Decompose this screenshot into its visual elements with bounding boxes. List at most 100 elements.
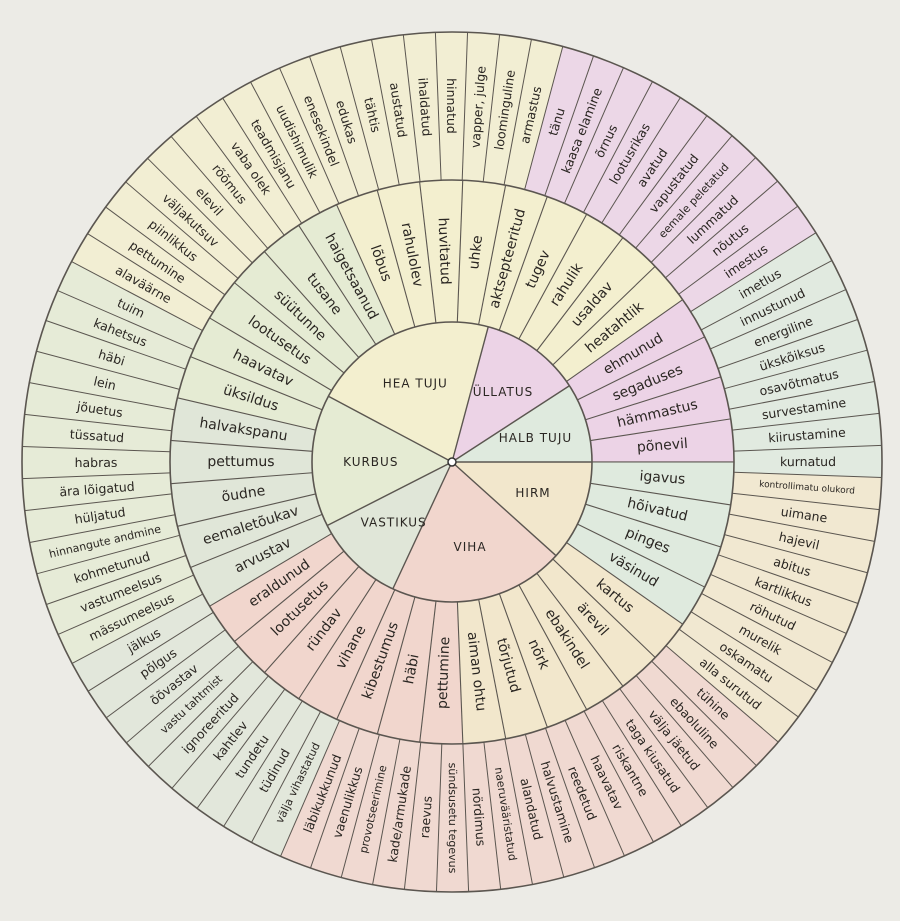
- middle-sector: [590, 461, 734, 505]
- outer-divider: [728, 381, 875, 410]
- ring-circle: [21, 31, 883, 893]
- outer-sector: [22, 414, 172, 452]
- outer-divider: [280, 720, 341, 857]
- middle-label: põnevil: [636, 436, 688, 456]
- core-ring: [312, 322, 592, 602]
- outer-sector: [171, 116, 285, 249]
- outer-divider: [462, 743, 470, 892]
- middle-sector: [536, 559, 656, 687]
- outer-divider: [403, 742, 422, 890]
- outer-sector: [564, 67, 653, 213]
- middle-sector: [419, 601, 463, 744]
- outer-sector: [724, 514, 875, 573]
- middle-sector: [170, 472, 316, 527]
- middle-sector: [536, 237, 656, 365]
- outer-divider: [700, 260, 833, 331]
- outer-sector: [88, 612, 226, 718]
- outer-sector: [733, 445, 882, 478]
- outer-label: raevus: [417, 795, 435, 838]
- middle-divider: [298, 225, 377, 345]
- outer-sector: [87, 207, 225, 313]
- outer-sector: [72, 594, 214, 692]
- outer-divider: [733, 471, 882, 479]
- outer-divider: [524, 734, 565, 878]
- outer-divider: [147, 157, 253, 264]
- outer-divider: [24, 413, 172, 432]
- middle-divider: [190, 356, 323, 411]
- outer-sector: [24, 382, 175, 431]
- outer-sector: [729, 381, 880, 431]
- outer-divider: [71, 261, 203, 331]
- outer-sector: [29, 351, 180, 410]
- outer-sector: [545, 720, 625, 868]
- outer-sector: [435, 32, 468, 181]
- outer-sector: [665, 629, 799, 743]
- outer-sector: [22, 472, 172, 511]
- middle-divider: [234, 550, 345, 642]
- middle-divider: [536, 237, 624, 351]
- outer-sector: [710, 289, 858, 369]
- middle-sector: [190, 317, 332, 410]
- outer-sector: [105, 181, 239, 295]
- middle-sector: [298, 579, 395, 720]
- middle-divider: [190, 513, 323, 568]
- middle-divider: [577, 523, 705, 588]
- middle-sector: [177, 493, 323, 568]
- middle-sector: [377, 597, 436, 743]
- outer-sector: [403, 32, 442, 182]
- outer-divider: [171, 675, 269, 789]
- middle-divider: [478, 185, 507, 325]
- outer-sector: [729, 493, 880, 542]
- outer-sector: [309, 46, 379, 196]
- middle-divider: [566, 542, 684, 625]
- core-sector: [328, 322, 489, 462]
- core-divider: [451, 326, 489, 463]
- outer-divider: [435, 743, 443, 892]
- outer-sector: [251, 711, 340, 857]
- outer-sector: [701, 260, 846, 349]
- divider-lines: [21, 31, 883, 893]
- outer-divider: [57, 574, 194, 635]
- core-sector: [452, 385, 592, 462]
- outer-sector: [483, 739, 533, 890]
- outer-divider: [196, 688, 286, 809]
- outer-sector: [147, 136, 268, 263]
- outer-sector: [718, 534, 868, 604]
- outer-sector: [372, 739, 421, 890]
- middle-sector: [336, 190, 415, 335]
- middle-sector: [499, 196, 587, 339]
- outer-label: hinnatud: [444, 78, 459, 134]
- middle-divider: [177, 493, 316, 527]
- outer-divider: [57, 290, 194, 351]
- outer-divider: [310, 728, 360, 869]
- outer-divider: [372, 739, 401, 885]
- outer-sector: [651, 157, 778, 278]
- outer-sector: [583, 81, 681, 224]
- middle-divider: [298, 579, 377, 700]
- middle-sector: [170, 440, 313, 484]
- outer-sector: [732, 472, 882, 510]
- outer-divider: [36, 350, 180, 390]
- middle-divider: [264, 566, 360, 673]
- outer-sector: [636, 661, 757, 788]
- outer-sector: [310, 728, 380, 878]
- outer-divider: [718, 554, 859, 604]
- middle-divider: [585, 376, 722, 421]
- middle-divider: [234, 282, 345, 374]
- middle-label: pettumine: [435, 636, 454, 709]
- outer-divider: [690, 611, 817, 691]
- outer-divider: [170, 136, 269, 249]
- outer-label: vapper, julge: [468, 65, 489, 148]
- middle-label: häbi: [401, 653, 422, 686]
- outer-sector: [619, 675, 733, 808]
- middle-sector: [478, 185, 548, 331]
- middle-sector: [566, 299, 705, 400]
- outer-divider: [71, 593, 204, 664]
- outer-divider: [482, 34, 501, 182]
- outer-divider: [106, 629, 226, 719]
- core-label: HALB TUJU: [499, 431, 572, 445]
- core-divider: [451, 461, 557, 557]
- middle-divider: [590, 482, 731, 506]
